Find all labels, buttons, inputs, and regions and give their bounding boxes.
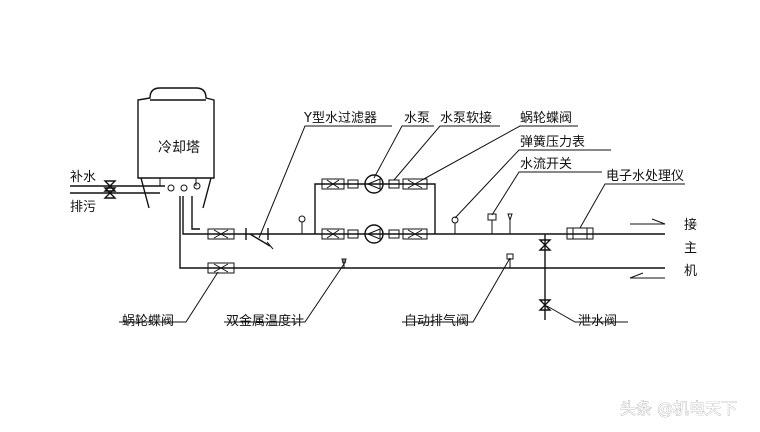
drain-label: 排污 bbox=[70, 200, 96, 215]
pump-flex-joint-label: 水泵软接 bbox=[440, 110, 492, 126]
pump-branch-lower bbox=[321, 224, 428, 244]
supply-pipe bbox=[182, 183, 665, 235]
drain-valve-icon bbox=[538, 268, 552, 320]
watermark: 头条 @机电天下 bbox=[620, 399, 737, 418]
makeup-water-label: 补水 bbox=[70, 170, 96, 185]
thermometer-icon bbox=[341, 258, 347, 268]
pump-branch-upper bbox=[321, 174, 428, 194]
cooling-tower-label: 冷却塔 bbox=[158, 140, 200, 156]
to-host-label-3: 机 bbox=[684, 264, 697, 279]
butterfly-valve-top-label: 蜗轮蝶阀 bbox=[520, 110, 572, 126]
y-filter-icon bbox=[245, 228, 274, 250]
flow-switch-icon bbox=[487, 213, 497, 234]
butterfly-valve-supply-icon bbox=[207, 228, 235, 240]
water-processor-label: 电子水处理仪 bbox=[606, 169, 684, 184]
makeup-drain-lines bbox=[70, 180, 165, 199]
drain-branch-valve-icon bbox=[538, 234, 552, 268]
drain-valve-label: 泄水阀 bbox=[578, 314, 617, 329]
leader-lines bbox=[119, 125, 685, 323]
to-host-label-2: 主 bbox=[684, 241, 697, 256]
air-vent-icon bbox=[506, 253, 514, 268]
gauge-small-2-icon bbox=[507, 213, 513, 234]
butterfly-valve-bottom-label: 蜗轮蝶阀 bbox=[122, 313, 174, 329]
y-filter-label: Y型水过滤器 bbox=[303, 111, 377, 126]
thermometer-label: 双金属温度计 bbox=[226, 313, 304, 329]
pressure-gauge-small-icon bbox=[298, 215, 306, 234]
to-host-label-1: 接 bbox=[684, 217, 697, 233]
spring-pressure-gauge-icon bbox=[451, 216, 459, 234]
cooling-tower bbox=[137, 87, 215, 209]
air-vent-label: 自动排气阀 bbox=[404, 313, 469, 329]
pump-label: 水泵 bbox=[404, 111, 430, 126]
flow-switch-label: 水流开关 bbox=[520, 157, 572, 172]
flow-arrow-out-icon bbox=[630, 218, 666, 225]
spring-pressure-gauge-label: 弹簧压力表 bbox=[520, 134, 585, 150]
flow-arrow-in-icon bbox=[629, 272, 665, 279]
butterfly-valve-return-icon bbox=[207, 262, 235, 274]
return-pipe bbox=[179, 196, 665, 269]
